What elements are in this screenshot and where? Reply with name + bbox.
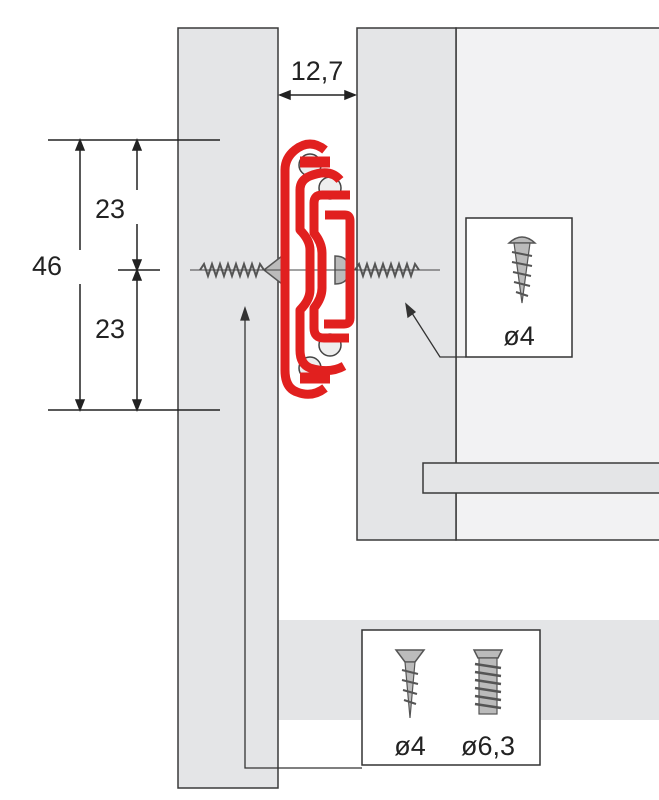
cabinet-screw-box: ø4 ø6,3	[361, 629, 541, 766]
gap-dimension-label: 12,7	[291, 56, 344, 86]
total-height-label: 46	[32, 251, 62, 281]
leader-lines	[240, 302, 466, 769]
drawer-screw-label: ø4	[503, 321, 535, 351]
drawer-side-panel	[356, 27, 457, 541]
upper-height-label: 23	[95, 194, 125, 224]
drawer-bottom-bar	[422, 462, 659, 494]
countersunk-wood-screw-icon	[394, 649, 426, 719]
cabinet-side-panel	[177, 27, 279, 789]
pan-head-screw-icon	[507, 236, 537, 304]
euro-screw-label: ø6,3	[461, 731, 515, 761]
euro-screw-icon	[472, 649, 504, 715]
height-dimension	[48, 137, 220, 413]
lower-height-label: 23	[95, 314, 125, 344]
drawer-slide-profile	[280, 139, 355, 399]
drawer-screw-box: ø4	[465, 217, 573, 358]
gap-dimension	[277, 89, 358, 101]
wood-screw-label: ø4	[394, 731, 426, 761]
